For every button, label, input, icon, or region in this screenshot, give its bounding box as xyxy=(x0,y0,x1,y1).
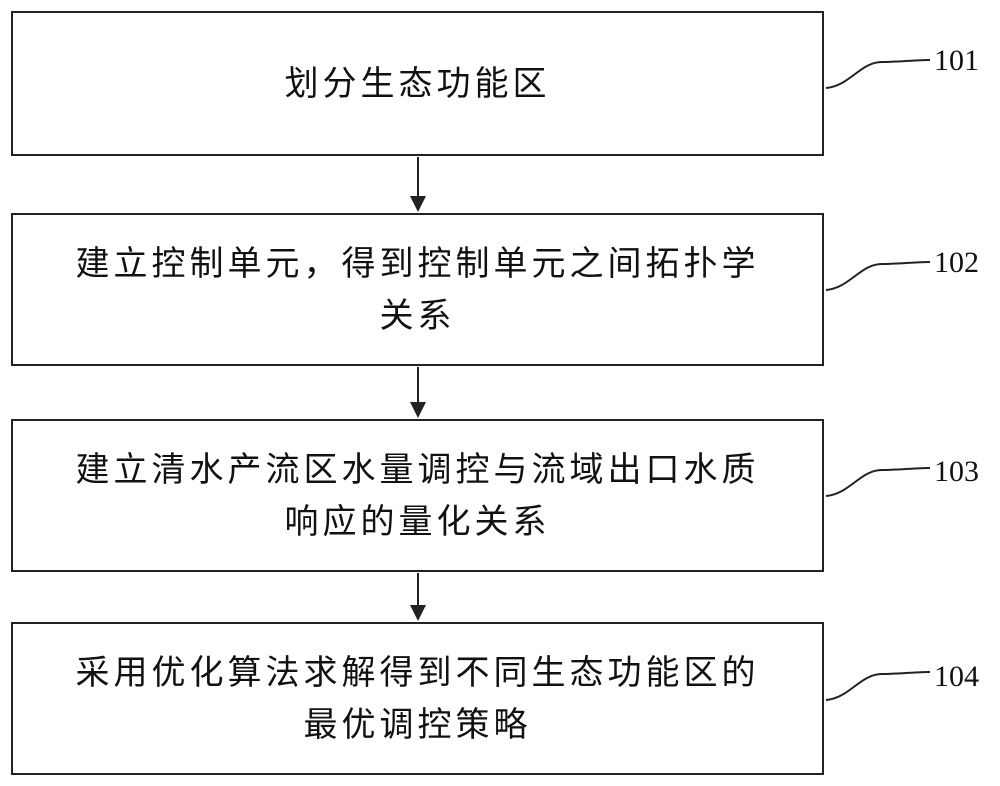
reference-numeral-103: 103 xyxy=(934,455,979,488)
leader-line-102 xyxy=(825,261,931,291)
reference-numeral-104: 104 xyxy=(934,660,979,693)
arrow-103-to-104-head xyxy=(410,605,426,621)
arrow-102-to-103-head xyxy=(410,402,426,418)
step-101-line-1: 划分生态功能区 xyxy=(284,63,551,104)
leader-line-104 xyxy=(825,671,931,701)
reference-numeral-101: 101 xyxy=(934,44,979,77)
step-box-102: 建立控制单元，得到控制单元之间拓扑学 关系 xyxy=(11,213,824,366)
arrow-101-to-102-head xyxy=(410,196,426,212)
leader-line-101 xyxy=(825,59,931,89)
step-box-101: 划分生态功能区 xyxy=(11,11,824,156)
step-103-line-2: 响应的量化关系 xyxy=(284,501,551,542)
step-box-104: 采用优化算法求解得到不同生态功能区的 最优调控策略 xyxy=(11,622,824,775)
step-103-line-1: 建立清水产流区水量调控与流域出口水质 xyxy=(75,449,760,490)
reference-numeral-102: 102 xyxy=(934,246,979,279)
step-104-line-2: 最优调控策略 xyxy=(303,704,532,745)
step-104-line-1: 采用优化算法求解得到不同生态功能区的 xyxy=(75,652,760,693)
step-box-103: 建立清水产流区水量调控与流域出口水质 响应的量化关系 xyxy=(11,419,824,572)
step-102-line-1: 建立控制单元，得到控制单元之间拓扑学 xyxy=(75,243,760,284)
step-102-line-2: 关系 xyxy=(379,295,456,336)
leader-line-103 xyxy=(825,467,931,497)
